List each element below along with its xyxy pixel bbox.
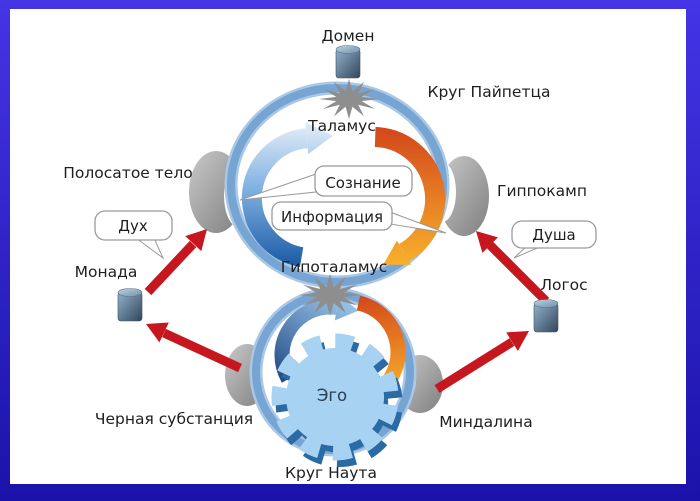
monad-to-striatum-arrow	[144, 229, 207, 296]
logos-to-hippocampus-arrow	[476, 231, 550, 305]
amygdala-to-logos-arrow	[434, 331, 529, 393]
spirit-callout: Дух	[94, 210, 173, 260]
label-papez-circle: Круг Пайпетца	[427, 83, 550, 101]
information-callout: Информация	[271, 201, 447, 234]
label-thalamus: Таламус	[307, 117, 376, 135]
label-striatum: Полосатое тело	[63, 164, 192, 182]
spirit-callout-label: Дух	[118, 217, 148, 235]
label-substantia-nigra: Черная субстанция	[95, 410, 253, 428]
label-hippocampus: Гиппокамп	[497, 182, 587, 200]
label-ego: Эго	[317, 386, 347, 405]
nigra-to-monad-arrow	[146, 322, 242, 373]
label-domain: Домен	[322, 27, 375, 45]
information-callout-label: Информация	[281, 208, 383, 226]
soul-callout-label: Душа	[532, 226, 576, 244]
soul-callout: Душа	[511, 220, 597, 259]
logos-cylinder-icon	[533, 299, 559, 333]
consciousness-callout: Сознание	[239, 165, 413, 201]
monad-cylinder-icon	[117, 288, 143, 322]
label-monad: Монада	[75, 263, 138, 281]
information-flow-arrow-icon	[374, 127, 446, 265]
label-nauta-circle: Круг Наута	[285, 464, 377, 482]
label-hypothalamus: Гипоталамус	[281, 258, 387, 276]
label-amygdala: Миндалина	[439, 413, 532, 431]
label-logos: Логос	[540, 276, 587, 294]
consciousness-callout-label: Сознание	[325, 174, 400, 192]
domain-cylinder-icon	[335, 45, 361, 79]
ego-gear-icon	[271, 333, 403, 468]
